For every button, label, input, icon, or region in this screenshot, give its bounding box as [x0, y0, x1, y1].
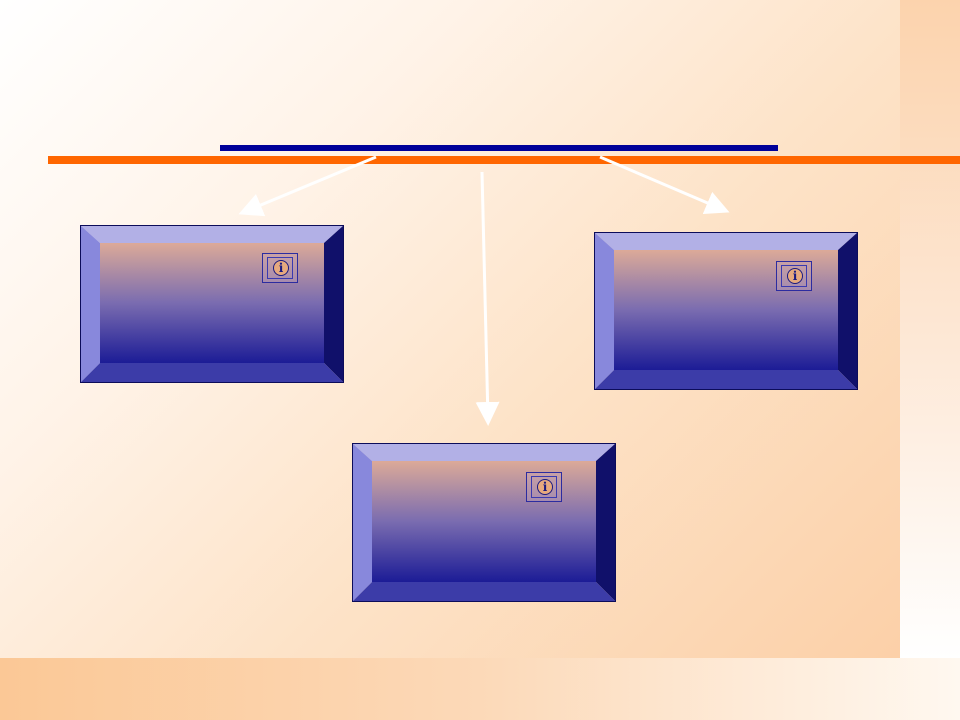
info-button[interactable]: i [776, 261, 812, 291]
info-button-frame [781, 265, 807, 287]
info-icon: i [273, 260, 289, 276]
info-icon: i [787, 268, 803, 284]
info-button-frame [531, 476, 557, 498]
info-button[interactable]: i [262, 253, 298, 283]
bevel-frame [594, 232, 858, 390]
arrow-to-left-box [238, 155, 377, 217]
orange-divider-line [48, 156, 960, 164]
title-bar [220, 145, 778, 151]
box-center[interactable]: i [352, 443, 616, 602]
arrow-to-right-box [599, 155, 730, 214]
info-icon: i [537, 479, 553, 495]
box-right[interactable]: i [594, 232, 858, 390]
right-decor-band [900, 0, 960, 658]
bevel-frame [352, 443, 616, 602]
arrow-to-center-box [475, 171, 500, 426]
info-button[interactable]: i [526, 472, 562, 502]
box-left[interactable]: i [80, 225, 344, 383]
bevel-frame [80, 225, 344, 383]
bottom-decor-band [0, 658, 960, 720]
info-button-frame [267, 257, 293, 279]
